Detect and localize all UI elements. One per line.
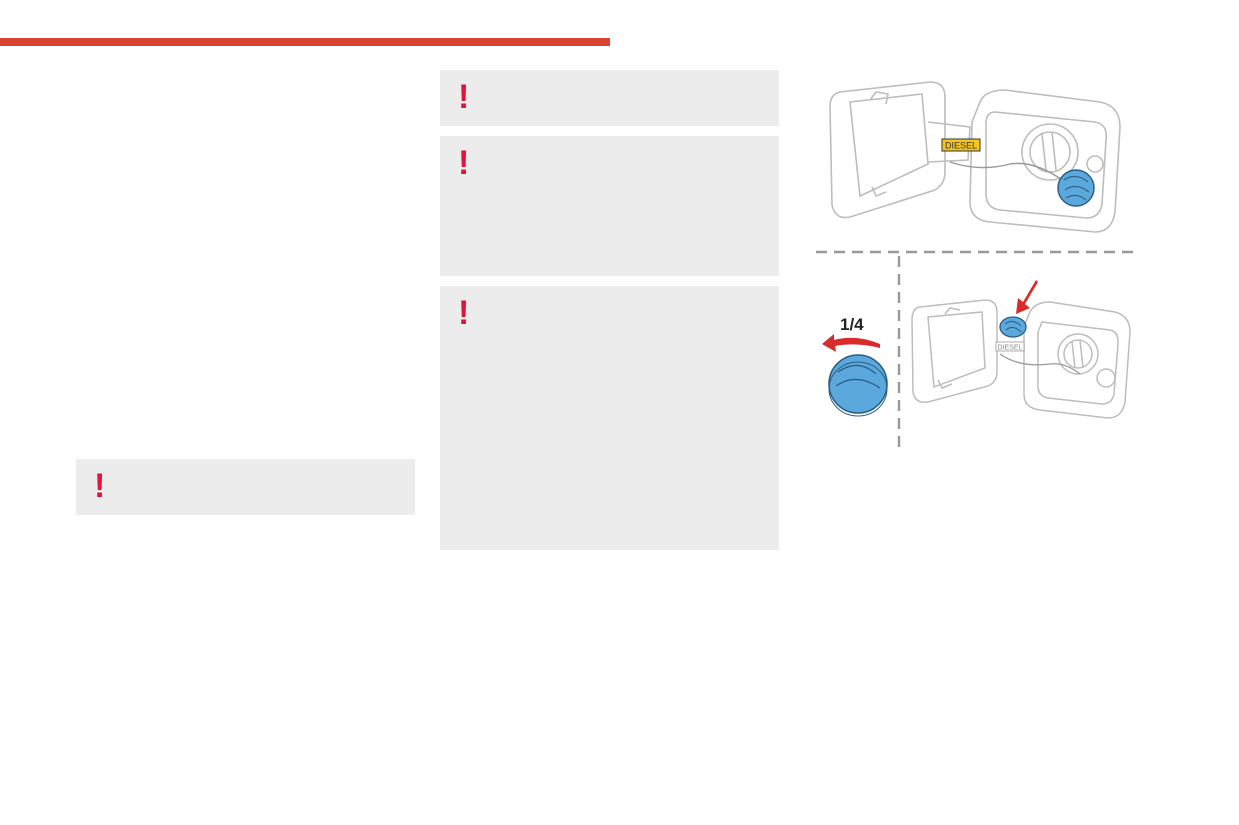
header-accent-bar <box>0 38 610 46</box>
fuel-flap-stowed-drawing <box>911 299 1131 419</box>
warning-box-middle: ! <box>440 136 779 276</box>
fuel-flap-open-drawing <box>829 81 1121 233</box>
warning-icon: ! <box>94 467 106 505</box>
svg-text:DIESEL: DIESEL <box>945 141 977 151</box>
fuel-cap-stowed <box>999 316 1027 338</box>
diesel-tag-small: DIESEL <box>995 341 1025 352</box>
rotation-label: 1/4 <box>840 315 864 334</box>
warning-icon: ! <box>458 78 470 116</box>
fuel-cap-hanging <box>1057 169 1095 207</box>
warning-icon: ! <box>458 144 470 182</box>
diesel-tag: DIESEL <box>941 138 981 152</box>
warning-box-left: ! <box>76 459 415 515</box>
rotation-arrow-icon <box>822 334 880 352</box>
warning-box-bottom: ! <box>440 286 779 550</box>
pointer-arrow-icon <box>1016 280 1038 314</box>
fuel-flap-illustration: DIESEL 1/4 DIESEL <box>816 81 1135 452</box>
svg-text:DIESEL: DIESEL <box>998 345 1023 352</box>
fuel-cap-removed <box>828 354 888 417</box>
warning-icon: ! <box>458 294 470 332</box>
warning-box-top: ! <box>440 70 779 126</box>
